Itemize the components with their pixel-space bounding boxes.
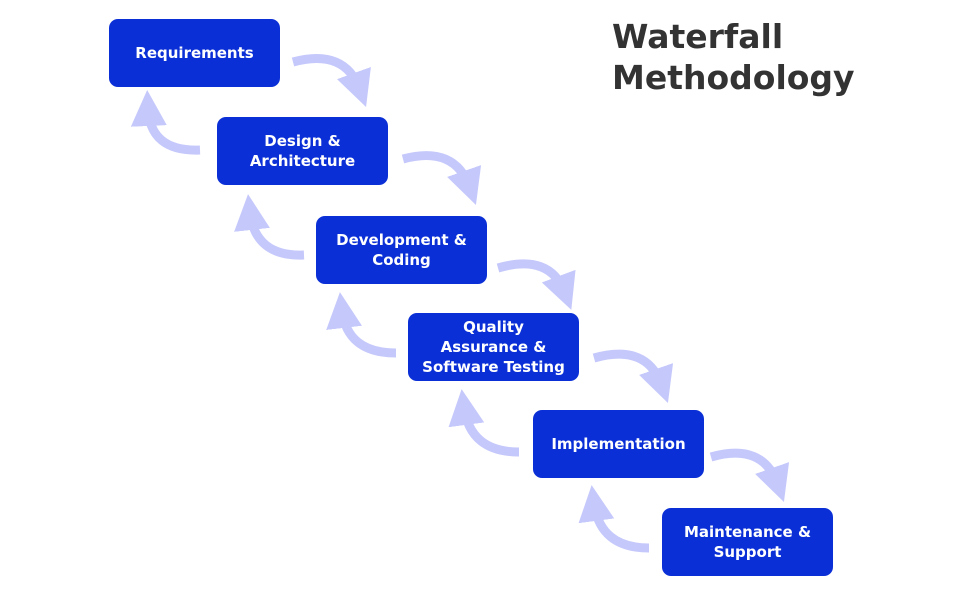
step-label: Quality Assurance & Software Testing: [422, 318, 565, 376]
forward-arrow-1: [291, 54, 371, 107]
title-line-1: Waterfall: [612, 17, 784, 56]
step-quality-assurance: Quality Assurance & Software Testing: [408, 313, 579, 381]
step-requirements: Requirements: [109, 19, 280, 87]
forward-arrow-3: [496, 259, 576, 310]
backward-arrow-1: [130, 90, 201, 155]
forward-arrow-4: [592, 349, 674, 403]
step-design-architecture: Design & Architecture: [217, 117, 388, 185]
step-label: Development & Coding: [336, 231, 467, 269]
forward-arrow-2: [401, 151, 482, 205]
step-label: Design & Architecture: [249, 132, 356, 170]
backward-arrow-3: [326, 292, 397, 358]
step-label: Implementation: [551, 435, 686, 453]
backward-arrow-5: [578, 485, 650, 553]
forward-arrow-5: [709, 448, 790, 502]
step-label: Maintenance & Support: [683, 523, 812, 561]
step-label: Requirements: [135, 44, 254, 62]
step-development-coding: Development & Coding: [316, 216, 487, 284]
backward-arrow-4: [448, 389, 520, 457]
step-maintenance-support: Maintenance & Support: [662, 508, 833, 576]
diagram-title: Waterfall Methodology: [612, 16, 855, 98]
backward-arrow-2: [234, 194, 305, 260]
step-implementation: Implementation: [533, 410, 704, 478]
title-line-2: Methodology: [612, 58, 855, 97]
